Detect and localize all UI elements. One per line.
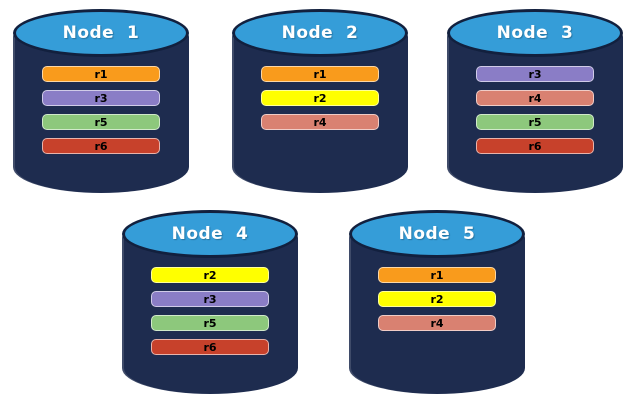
replica-label: r2 <box>203 268 217 282</box>
replica-list: r3 r4 r5 r6 <box>476 66 594 154</box>
replica-bar: r3 <box>151 291 269 307</box>
replica-bar: r5 <box>151 315 269 331</box>
replica-bar: r1 <box>261 66 379 82</box>
cylinder-body <box>349 234 525 394</box>
node-cylinder: Node 5 r1 r2 r4 <box>349 210 525 394</box>
cylinder-top-ellipse <box>122 210 298 258</box>
node-title: Node 5 <box>398 224 476 244</box>
replica-label: r6 <box>528 139 542 153</box>
replica-bar: r6 <box>151 339 269 355</box>
node-cylinder: Node 1 r1 r3 r5 r6 <box>13 9 189 193</box>
replica-bar: r1 <box>378 267 496 283</box>
replica-bar: r3 <box>476 66 594 82</box>
replica-bar: r1 <box>42 66 160 82</box>
node-cylinder: Node 3 r3 r4 r5 r6 <box>447 9 623 193</box>
cylinder-body <box>13 33 189 193</box>
replica-label: r4 <box>313 115 327 129</box>
replica-label: r4 <box>528 91 542 105</box>
node-cylinder: Node 2 r1 r2 r4 <box>232 9 408 193</box>
node-cylinder: Node 4 r2 r3 r5 r6 <box>122 210 298 394</box>
replica-label: r1 <box>313 67 327 81</box>
cylinder-top-ellipse <box>447 9 623 57</box>
replica-bar: r6 <box>42 138 160 154</box>
node-title: Node 2 <box>281 23 359 43</box>
replica-label: r1 <box>94 67 108 81</box>
cylinder-top-ellipse <box>349 210 525 258</box>
replica-label: r3 <box>203 292 217 306</box>
node-title: Node 1 <box>62 23 140 43</box>
replica-list: r1 r3 r5 r6 <box>42 66 160 154</box>
replica-label: r5 <box>94 115 108 129</box>
replica-bar: r6 <box>476 138 594 154</box>
replica-bar: r4 <box>261 114 379 130</box>
cylinder-body <box>447 33 623 193</box>
replica-label: r5 <box>203 316 217 330</box>
cylinder-body <box>232 33 408 193</box>
replica-label: r5 <box>528 115 542 129</box>
node-title: Node 3 <box>496 23 574 43</box>
replica-bar: r5 <box>42 114 160 130</box>
replica-label: r3 <box>94 91 108 105</box>
replica-label: r3 <box>528 67 542 81</box>
replica-bar: r3 <box>42 90 160 106</box>
replica-label: r1 <box>430 268 444 282</box>
replica-label: r6 <box>94 139 108 153</box>
replica-bar: r4 <box>476 90 594 106</box>
replica-bar: r2 <box>378 291 496 307</box>
cylinder-top-ellipse <box>232 9 408 57</box>
cylinder-body <box>122 234 298 394</box>
replica-label: r2 <box>313 91 327 105</box>
node-title: Node 4 <box>171 224 249 244</box>
replica-bar: r2 <box>151 267 269 283</box>
replica-label: r6 <box>203 340 217 354</box>
replica-bar: r2 <box>261 90 379 106</box>
replica-bar: r4 <box>378 315 496 331</box>
replica-list: r1 r2 r4 <box>378 267 496 331</box>
cylinder-top-ellipse <box>13 9 189 57</box>
replica-list: r2 r3 r5 r6 <box>151 267 269 355</box>
replica-label: r4 <box>430 316 444 330</box>
replica-bar: r5 <box>476 114 594 130</box>
replica-list: r1 r2 r4 <box>261 66 379 130</box>
replica-label: r2 <box>430 292 444 306</box>
